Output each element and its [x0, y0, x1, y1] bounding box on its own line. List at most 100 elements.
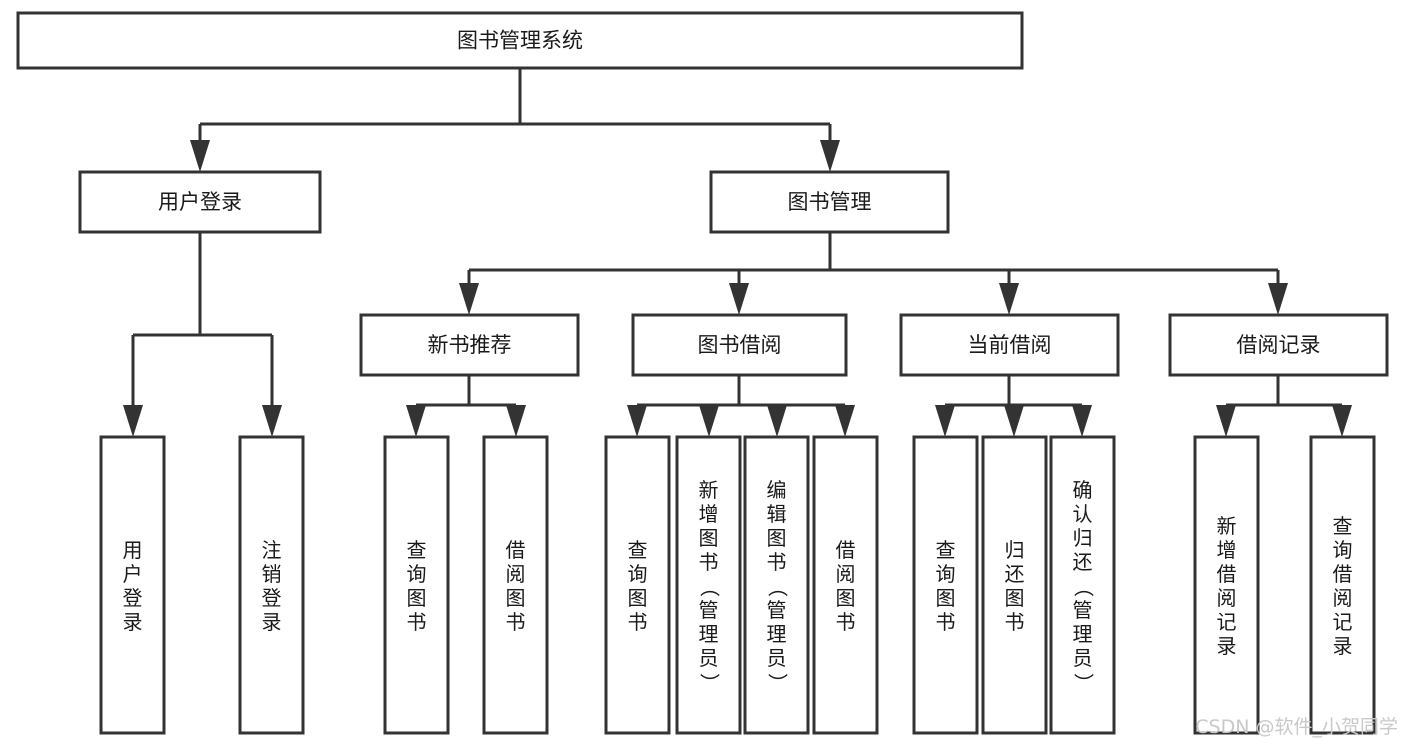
node-label-char: 录 — [1333, 634, 1353, 658]
node-label-char: 记 — [1333, 610, 1353, 634]
node-label-char: 阅 — [1217, 586, 1237, 610]
node-label-char: （ — [1072, 577, 1096, 597]
node-label-char: 阅 — [506, 562, 526, 586]
node-label-char: 图 — [1005, 586, 1025, 610]
arrow-head-book-manage — [820, 140, 840, 172]
node-label-char: 询 — [628, 562, 648, 586]
node-label-char: 图 — [836, 586, 856, 610]
node-box-leaf-borrow-book-2 — [812, 435, 879, 735]
node-new-book-recommend[interactable]: 新书推荐 — [359, 313, 580, 377]
node-leaf-user-login[interactable]: 用户登录 — [99, 435, 166, 735]
node-label-char: 用 — [123, 538, 143, 562]
node-user-login[interactable]: 用户登录 — [78, 170, 322, 234]
node-label-char: 询 — [1333, 538, 1353, 562]
watermark-text: CSDN @软件_小贺同学 — [1195, 716, 1398, 738]
node-label-char: 书 — [699, 550, 719, 574]
node-label-char: 查 — [628, 538, 648, 562]
arrow-head-book-borrow — [729, 283, 749, 315]
node-label-char: 还 — [1073, 550, 1093, 574]
node-label-current-borrow: 当前借阅 — [968, 333, 1052, 357]
node-label-char: 新 — [1217, 514, 1237, 538]
node-book-borrow[interactable]: 图书借阅 — [631, 313, 848, 377]
node-label-char: 新 — [699, 478, 719, 502]
node-label-char: 图 — [407, 586, 427, 610]
node-layer: 图书管理系统用户登录图书管理新书推荐图书借阅当前借阅借阅记录用户登录注销登录查询… — [16, 11, 1389, 735]
node-label-char: 记 — [1217, 610, 1237, 634]
node-label-char: 注 — [262, 538, 282, 562]
node-label-char: 借 — [836, 538, 856, 562]
arrow-head-new-book-recommend — [459, 283, 479, 315]
node-box-user-login — [78, 170, 322, 234]
node-label-char: 借 — [1333, 562, 1353, 586]
arrow-head-leaf-query-book-1 — [406, 405, 426, 437]
arrow-head-leaf-query-book-3 — [935, 405, 955, 437]
node-label-char: 销 — [262, 562, 282, 586]
node-label-char: 编 — [767, 478, 787, 502]
node-label-char: 归 — [1073, 526, 1093, 550]
node-label-char: 书 — [628, 610, 648, 634]
node-label-char: 归 — [1005, 538, 1025, 562]
node-label-char: 录 — [123, 610, 143, 634]
node-box-book-manage — [709, 170, 950, 234]
node-label-char: 借 — [1217, 562, 1237, 586]
node-label-char: 书 — [1005, 610, 1025, 634]
node-label-char: 增 — [1217, 538, 1237, 562]
node-root[interactable]: 图书管理系统 — [16, 11, 1024, 70]
node-current-borrow[interactable]: 当前借阅 — [899, 313, 1120, 377]
node-label-char: 阅 — [1333, 586, 1353, 610]
node-label-char: 图 — [699, 526, 719, 550]
node-box-leaf-add-record — [1193, 435, 1260, 735]
node-book-manage[interactable]: 图书管理 — [709, 170, 950, 234]
node-box-current-borrow — [899, 313, 1120, 377]
node-box-new-book-recommend — [359, 313, 580, 377]
node-box-leaf-user-logout — [238, 435, 305, 735]
arrow-head-leaf-query-book-2 — [627, 405, 647, 437]
node-label-char: 查 — [1333, 514, 1353, 538]
node-box-book-borrow — [631, 313, 848, 377]
node-label-root: 图书管理系统 — [457, 29, 583, 53]
node-label-char: 图 — [767, 526, 787, 550]
node-box-leaf-borrow-book-1 — [482, 435, 549, 735]
node-label-char: 书 — [506, 610, 526, 634]
arrow-head-leaf-return-book — [1004, 405, 1024, 437]
node-label-char: （ — [698, 577, 722, 597]
node-label-char: 员 — [1073, 646, 1093, 670]
node-label-char: 理 — [699, 622, 719, 646]
node-label-new-book-recommend: 新书推荐 — [428, 333, 512, 357]
node-label-char: 员 — [699, 646, 719, 670]
node-label-char: 户 — [123, 562, 143, 586]
node-label-book-borrow: 图书借阅 — [698, 333, 782, 357]
node-box-leaf-user-login — [99, 435, 166, 735]
node-box-root — [16, 11, 1024, 70]
node-label-char: 登 — [123, 586, 143, 610]
arrow-head-leaf-add-record — [1216, 405, 1236, 437]
node-label-char: 认 — [1073, 502, 1093, 526]
node-label-book-manage: 图书管理 — [788, 190, 872, 214]
node-label-char: 录 — [262, 610, 282, 634]
node-label-char: 管 — [767, 598, 787, 622]
node-label-char: 借 — [506, 538, 526, 562]
node-box-leaf-query-book-1 — [383, 435, 450, 735]
arrow-head-leaf-confirm-return — [1072, 405, 1092, 437]
node-borrow-record[interactable]: 借阅记录 — [1168, 313, 1389, 377]
node-label-borrow-record: 借阅记录 — [1237, 333, 1321, 357]
node-label-char: 书 — [407, 610, 427, 634]
node-label-char: 查 — [936, 538, 956, 562]
node-box-leaf-query-book-2 — [604, 435, 671, 735]
arrow-head-borrow-record — [1268, 283, 1288, 315]
connector-layer — [123, 68, 1352, 437]
node-label-char: 书 — [936, 610, 956, 634]
